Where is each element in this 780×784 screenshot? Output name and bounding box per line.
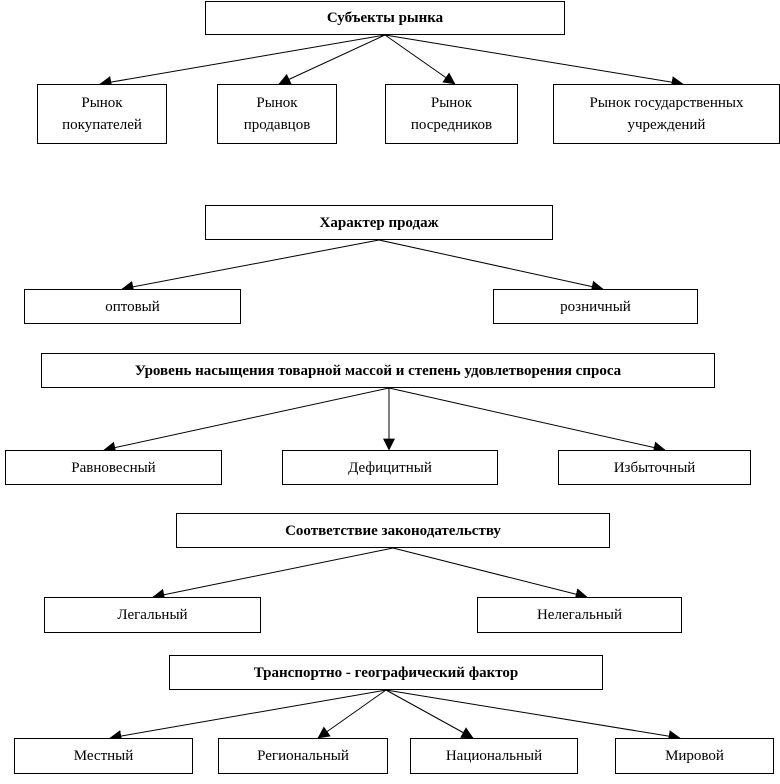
connector-arrow [384,34,456,85]
node-local: Местный [14,738,193,774]
node-illegal: Нелегальный [477,597,682,633]
node-surplus: Избыточный [558,450,751,485]
node-world: Мировой [615,738,774,774]
connector-arrow [103,387,390,454]
connector-arrow [121,239,380,293]
node-equilibrium: Равновесный [5,450,222,485]
node-national: Национальный [410,738,578,774]
connector-arrow [385,689,681,743]
connector-arrow [378,239,604,293]
node-retail: розничный [493,289,698,324]
node-transport-geographic-factor: Транспортно - географический фактор [169,655,603,690]
node-sales-character: Характер продаж [205,205,553,240]
connector-arrow [384,34,684,89]
connector-arrow [109,689,387,742]
connector-arrow [152,547,394,601]
connector-arrow [388,387,666,454]
node-legislation-compliance: Соответствие законодательству [176,513,610,548]
node-deficit: Дефицитный [282,450,498,485]
connector-arrow [278,34,386,85]
node-saturation-level: Уровень насыщения товарной массой и степ… [41,353,715,388]
node-regional: Региональный [218,738,388,774]
connector-arrow [99,34,386,88]
connector-arrow [317,689,387,739]
connector-arrow [385,689,474,739]
node-market-subjects: Субъекты рынка [205,1,565,35]
node-legal: Легальный [44,597,261,633]
connector-arrow [392,547,588,601]
node-wholesale: оптовый [24,289,241,324]
